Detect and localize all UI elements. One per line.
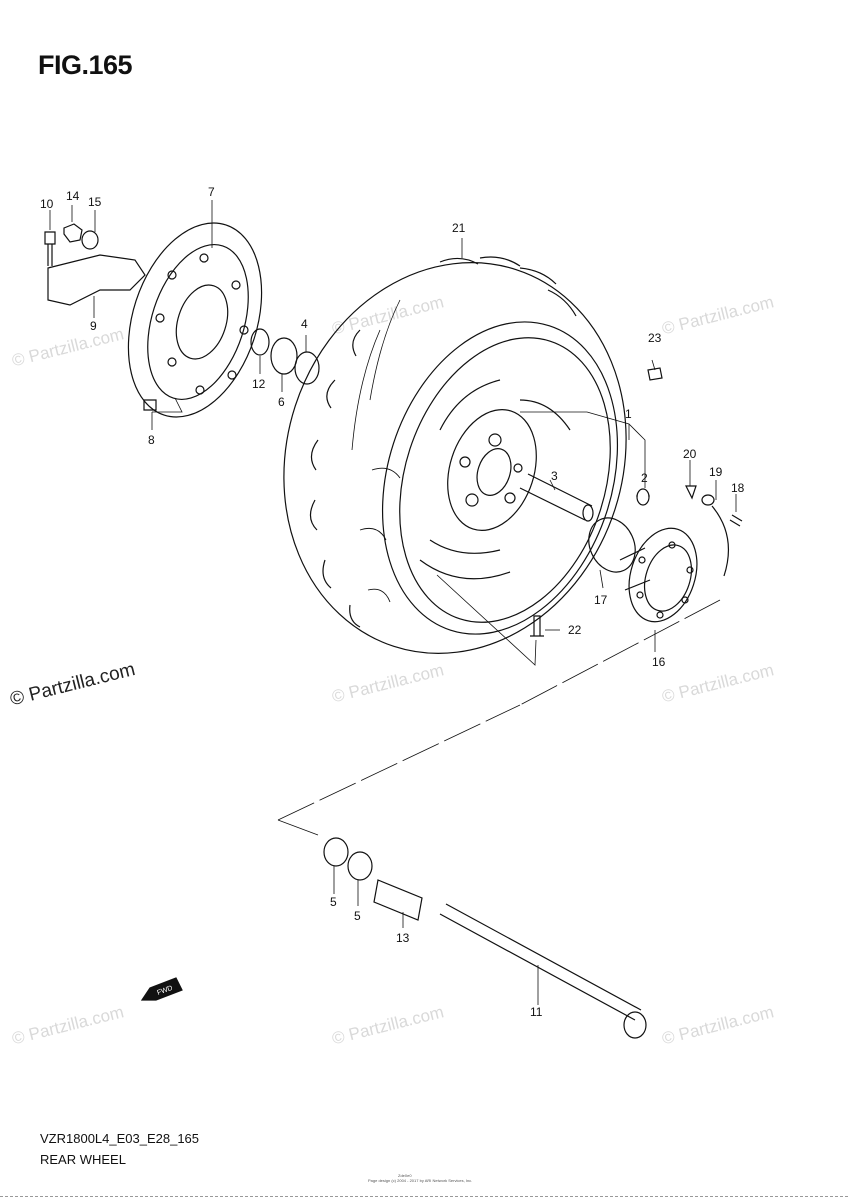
callout-5: 5 [330, 895, 337, 909]
bottom-border [0, 1196, 848, 1197]
callout-21: 21 [452, 221, 466, 235]
spacer [519, 473, 594, 522]
callout-18: 18 [731, 481, 745, 495]
bearing [636, 488, 650, 506]
callout-23: 23 [648, 331, 662, 345]
callout-19: 19 [709, 465, 723, 479]
tire [283, 256, 627, 654]
callout-5: 5 [354, 909, 361, 923]
clip-23 [647, 367, 663, 381]
brake-disc [127, 222, 263, 418]
callout-2: 2 [641, 471, 648, 485]
wheel-hub [419, 379, 571, 580]
callout-22: 22 [568, 623, 582, 637]
washer-15 [81, 230, 99, 250]
bearing-4 [294, 351, 320, 385]
footer-code: Zde0e0 [398, 1173, 412, 1178]
nut-14 [63, 223, 83, 243]
callout-1: 1 [625, 407, 632, 421]
callout-6: 6 [278, 395, 285, 409]
fwd-arrow-icon [140, 977, 183, 1001]
callout-9: 9 [90, 319, 97, 333]
callout-17: 17 [594, 593, 608, 607]
axle [439, 903, 647, 1039]
callout-3: 3 [551, 469, 558, 483]
washer-19 [701, 494, 715, 506]
hub-drum [619, 527, 698, 623]
snap-ring [711, 505, 730, 577]
section-name: REAR WHEEL [40, 1152, 126, 1167]
callout-20: 20 [683, 447, 697, 461]
bolt-10 [44, 231, 56, 266]
callout-12: 12 [252, 377, 266, 391]
callout-10: 10 [40, 197, 54, 211]
figure-title: FIG.165 [38, 50, 133, 80]
callout-8: 8 [148, 433, 155, 447]
callout-7: 7 [208, 185, 215, 199]
bolt-18 [729, 514, 743, 527]
callout-16: 16 [652, 655, 666, 669]
bearing-5b [347, 851, 373, 881]
callout-13: 13 [396, 931, 410, 945]
bushing-12 [250, 328, 270, 356]
retainer [685, 485, 697, 500]
seal-6 [270, 337, 298, 375]
valve [530, 615, 544, 637]
caliper-bracket [47, 254, 146, 306]
callout-14: 14 [66, 189, 80, 203]
leader-lines [49, 200, 737, 1005]
o-ring [588, 517, 636, 573]
spacer-13 [373, 879, 423, 921]
bolt-8 [143, 399, 157, 411]
bearing-5a [323, 837, 349, 867]
callout-11: 11 [530, 1005, 543, 1019]
callout-4: 4 [301, 317, 308, 331]
callout-15: 15 [88, 195, 102, 209]
footer-copyright: Page design (c) 2004 - 2017 by ARI Netwo… [368, 1178, 473, 1183]
model-code: VZR1800L4_E03_E28_165 [40, 1131, 200, 1146]
